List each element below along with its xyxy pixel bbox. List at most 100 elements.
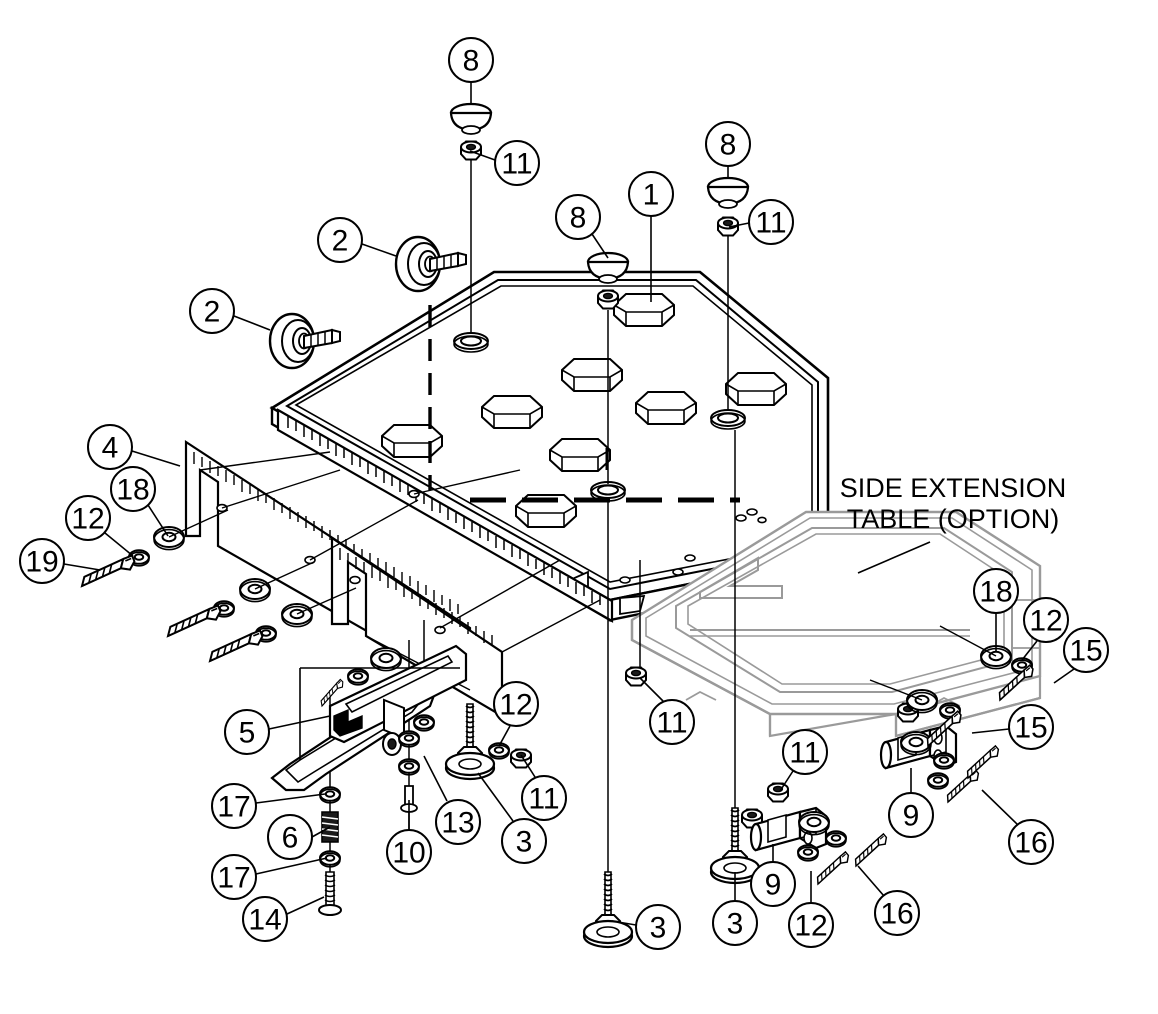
- callout-balloon-11[interactable]: 11: [728, 199, 794, 245]
- callout-circle[interactable]: [874, 890, 920, 936]
- callout-circle[interactable]: [494, 140, 540, 186]
- callout-number: 3: [516, 826, 533, 859]
- callout-balloon-11[interactable]: 11: [779, 729, 828, 792]
- callout-circle[interactable]: [87, 424, 133, 470]
- callout-number: 16: [880, 898, 913, 931]
- callout-balloon-15[interactable]: 15: [1053, 627, 1109, 684]
- callout-balloon-3[interactable]: 3: [477, 772, 547, 864]
- hardware-stack-left-2: [165, 561, 315, 637]
- callout-balloon-18[interactable]: 18: [110, 466, 169, 537]
- callout-balloon-12[interactable]: 12: [788, 871, 834, 948]
- callout-balloon-12[interactable]: 12: [65, 495, 134, 557]
- callout-leader-line: [1053, 668, 1075, 684]
- callout-leader-line: [498, 725, 511, 747]
- callout-balloon-15[interactable]: 15: [971, 704, 1054, 750]
- callout-number: 19: [25, 546, 58, 579]
- callout-balloon-9[interactable]: 9: [888, 768, 934, 838]
- callout-circle[interactable]: [649, 699, 695, 745]
- callout-circle[interactable]: [493, 681, 539, 727]
- callout-balloon-11[interactable]: 11: [469, 140, 540, 186]
- assembly-axis-lines: [329, 160, 736, 884]
- callout-circle[interactable]: [448, 37, 494, 83]
- callout-circle[interactable]: [267, 814, 313, 860]
- callout-balloon-3[interactable]: 3: [712, 872, 758, 946]
- callout-circle[interactable]: [211, 783, 257, 829]
- callout-leader-line: [971, 728, 1010, 734]
- callout-circle[interactable]: [317, 217, 363, 263]
- callout-balloon-8[interactable]: 8: [448, 37, 494, 104]
- callout-circle[interactable]: [705, 121, 751, 167]
- callout-circle[interactable]: [435, 799, 481, 845]
- callout-leader-line: [286, 896, 325, 915]
- callout-leader-line: [520, 754, 536, 778]
- callout-balloon-19[interactable]: 19: [19, 538, 101, 584]
- callout-balloon-16[interactable]: 16: [857, 865, 920, 936]
- callout-circle[interactable]: [1008, 704, 1054, 750]
- callout-number: 15: [1014, 712, 1047, 745]
- callout-number: 6: [282, 822, 299, 855]
- callout-balloon-12[interactable]: 12: [493, 681, 539, 747]
- callout-balloon-9[interactable]: 9: [750, 844, 796, 907]
- callout-balloon-10[interactable]: 10: [386, 800, 432, 875]
- callout-leader-line: [131, 450, 181, 467]
- callout-balloon-13[interactable]: 13: [423, 755, 481, 845]
- callout-circle[interactable]: [211, 854, 257, 900]
- callout-balloon-11[interactable]: 11: [520, 754, 567, 821]
- callout-balloon-18[interactable]: 18: [973, 568, 1019, 652]
- callout-circle[interactable]: [973, 568, 1019, 614]
- callout-circle[interactable]: [1063, 627, 1109, 673]
- plug-cap-part-8-top: [449, 102, 493, 136]
- callout-circle[interactable]: [712, 900, 758, 946]
- callout-circle[interactable]: [1023, 597, 1069, 643]
- callout-balloon-14[interactable]: 14: [242, 896, 325, 942]
- callout-leader-line: [1021, 640, 1038, 661]
- callout-number: 17: [217, 791, 250, 824]
- callout-circle[interactable]: [19, 538, 65, 584]
- callout-circle[interactable]: [189, 288, 235, 334]
- callout-number: 1: [643, 179, 660, 212]
- callout-balloon-16[interactable]: 16: [981, 789, 1054, 865]
- callout-balloon-6[interactable]: 6: [267, 814, 331, 860]
- callout-circle[interactable]: [224, 709, 270, 755]
- callout-leader-line: [611, 920, 637, 926]
- callout-circle[interactable]: [788, 902, 834, 948]
- callout-balloon-3[interactable]: 3: [611, 904, 681, 950]
- callout-balloon-4[interactable]: 4: [87, 424, 181, 470]
- callout-balloon-12[interactable]: 12: [1021, 597, 1069, 661]
- callout-circle[interactable]: [748, 199, 794, 245]
- callout-circle[interactable]: [65, 495, 111, 541]
- callout-balloon-1[interactable]: 1: [628, 171, 674, 302]
- callout-balloon-2[interactable]: 2: [189, 288, 271, 334]
- callout-balloon-11[interactable]: 11: [639, 677, 695, 745]
- callout-balloon-17[interactable]: 17: [211, 854, 328, 900]
- callout-circle[interactable]: [110, 466, 156, 512]
- callout-circle[interactable]: [635, 904, 681, 950]
- callout-circle[interactable]: [555, 194, 601, 240]
- callout-circle[interactable]: [521, 775, 567, 821]
- callout-balloon-17[interactable]: 17: [211, 783, 326, 829]
- callout-number: 8: [570, 202, 587, 235]
- callout-leader-line: [104, 532, 134, 557]
- callout-circle[interactable]: [242, 896, 288, 942]
- callout-circle[interactable]: [750, 861, 796, 907]
- callout-balloon-8[interactable]: 8: [705, 121, 751, 178]
- callout-circle[interactable]: [1008, 819, 1054, 865]
- callout-leader-line: [233, 315, 271, 331]
- callout-circle[interactable]: [501, 818, 547, 864]
- hardware-stack-left-3: [207, 587, 357, 662]
- pin-part-10: [398, 730, 420, 813]
- callout-balloon-5[interactable]: 5: [224, 709, 331, 755]
- callout-circle[interactable]: [888, 792, 934, 838]
- screw-part-14: [318, 871, 342, 916]
- callout-leader-line: [361, 243, 397, 257]
- callout-balloon-8[interactable]: 8: [555, 194, 609, 259]
- callout-number: 11: [528, 783, 559, 816]
- callout-circle[interactable]: [386, 829, 432, 875]
- callout-circle[interactable]: [782, 729, 828, 775]
- callout-leader-line: [268, 715, 331, 730]
- callout-leader-line: [63, 563, 101, 571]
- callout-circle[interactable]: [628, 171, 674, 217]
- callout-number: 2: [204, 296, 221, 329]
- callout-balloon-2[interactable]: 2: [317, 217, 397, 263]
